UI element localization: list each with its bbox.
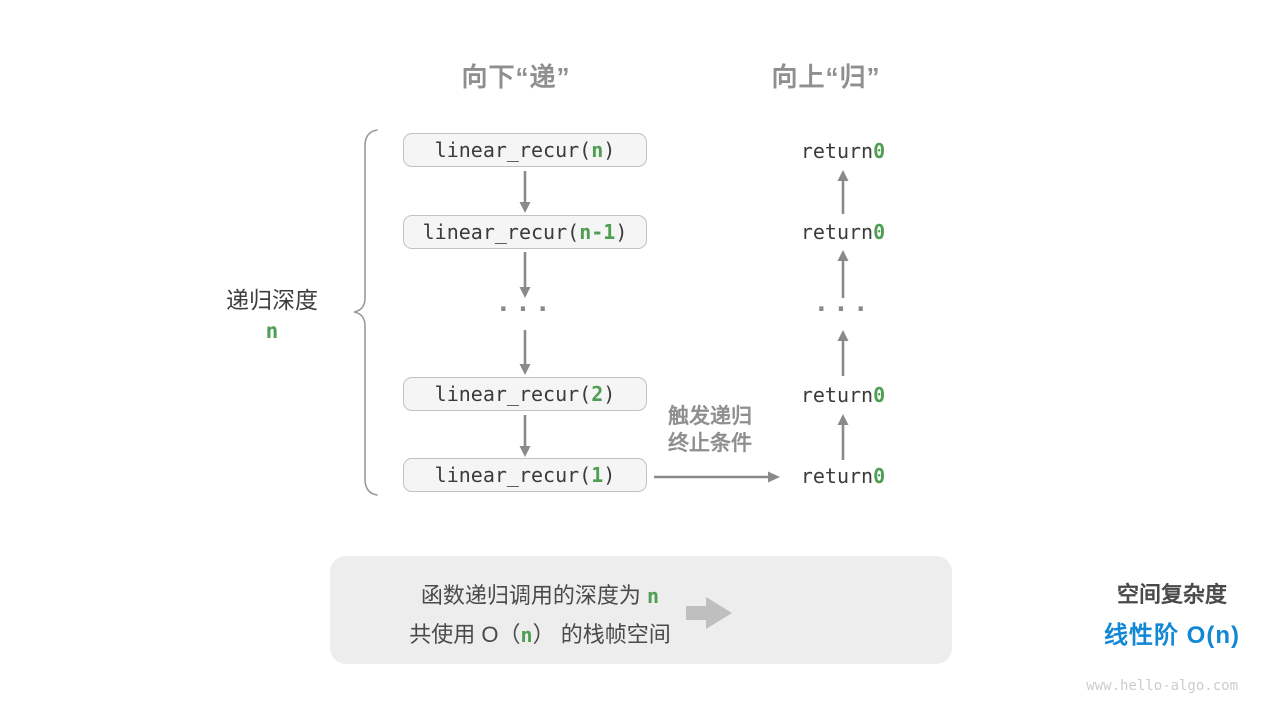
call-arg: 1 [591,463,604,487]
return-value: 0 [873,220,886,244]
depth-brace [353,129,378,496]
return-keyword: return [800,464,874,488]
call-text: ) [603,463,616,487]
recursion-depth-value: n [265,319,279,343]
return-value: 0 [873,139,886,163]
return-value: 0 [873,464,886,488]
up-arrow-2 [837,250,849,298]
call-box-1: linear_recur(1) [403,458,647,492]
call-arg: 2 [591,382,604,406]
call-text: linear_recur( [434,382,592,406]
termination-label: 触发递归 终止条件 [650,403,770,457]
up-arrow-3 [837,330,849,376]
summary-line-2: 共使用 O（n） 的栈帧空间 [350,617,730,649]
call-box-n-1: linear_recur(n-1) [403,215,647,249]
return-label-4: return 0 [778,463,908,489]
recursion-depth-label: 递归深度 [226,287,318,313]
call-text: linear_recur( [422,220,580,244]
call-box-n: linear_recur(n) [403,133,647,167]
up-arrow-1 [837,170,849,214]
watermark: www.hello-algo.com [1086,678,1238,694]
return-label-1: return 0 [778,138,908,164]
call-text: ) [603,138,616,162]
termination-line-2: 终止条件 [668,432,752,455]
down-arrow-1 [519,171,531,213]
implies-arrow-icon [686,597,732,629]
base-case-arrow [654,471,780,483]
summary-panel: 函数递归调用的深度为 n 共使用 O（n） 的栈帧空间 空间复杂度 线性阶 O(… [330,556,1239,664]
call-text: linear_recur( [434,138,592,162]
header-ascend: 向上“归” [771,62,881,92]
call-text: linear_recur( [434,463,592,487]
summary-line-2-pre: 共使用 O（ [409,622,521,647]
down-arrow-4 [519,415,531,457]
down-arrow-3 [519,330,531,375]
summary-line-2-value: n [520,623,533,647]
summary-line-1: 函数递归调用的深度为 n [350,578,730,610]
summary-line-2-post: ） 的栈帧空间 [532,622,671,647]
call-arg: n [591,138,604,162]
termination-line-1: 触发递归 [668,405,752,428]
down-arrow-2 [519,252,531,298]
return-keyword: return [800,139,874,163]
return-keyword: return [800,383,874,407]
return-label-2: return 0 [778,219,908,245]
return-keyword: return [800,220,874,244]
up-arrow-4 [837,414,849,460]
header-descend: 向下“递” [461,62,571,92]
return-value: 0 [873,383,886,407]
call-arg: n-1 [579,220,616,244]
call-text: ) [603,382,616,406]
summary-line-1-text: 函数递归调用的深度为 [420,583,648,608]
return-label-3: return 0 [778,382,908,408]
call-box-2: linear_recur(2) [403,377,647,411]
call-text: ) [615,220,628,244]
summary-line-1-value: n [647,584,660,608]
space-complexity-value: 线性阶 O(n) [1104,622,1240,649]
space-complexity-title: 空间复杂度 [1116,582,1227,607]
ellipsis-right: ... [813,288,873,318]
